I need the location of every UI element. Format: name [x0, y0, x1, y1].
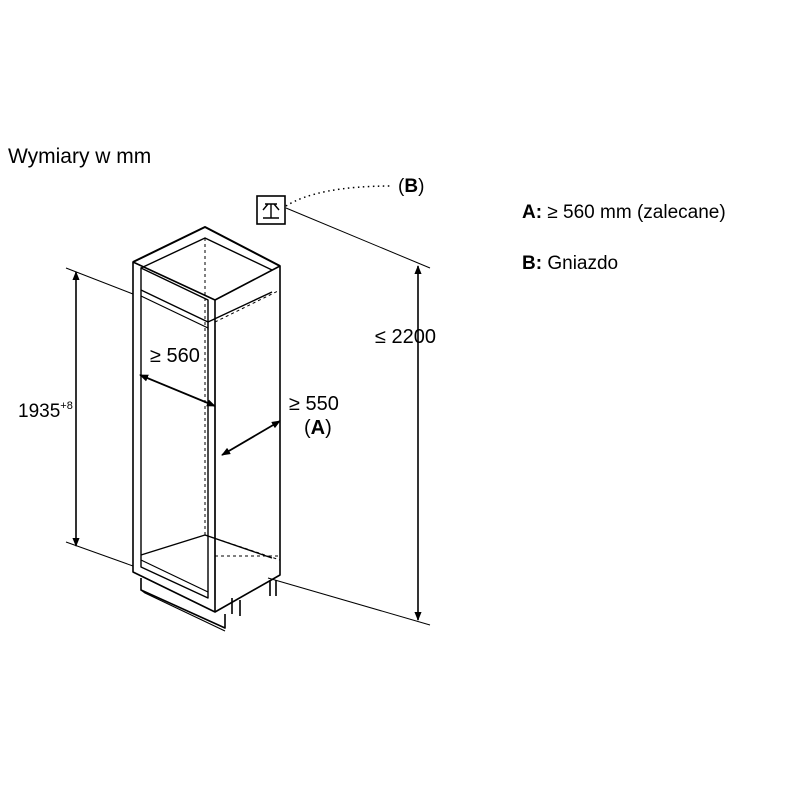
niche-width-label: ≥ 560 — [150, 345, 200, 367]
socket-label-close: ) — [418, 176, 425, 197]
legend-key-b: B: — [522, 253, 543, 274]
depth-note-letter: A — [310, 417, 326, 439]
cabinet-outline — [132, 226, 281, 632]
legend-item-a: A: ≥ 560 mm (zalecane) — [522, 203, 726, 222]
niche-depth-arrow — [221, 420, 281, 456]
niche-depth-note: (A) — [304, 418, 332, 438]
niche-depth-label: ≥ 550 — [289, 393, 339, 415]
page-title: Wymiary w mm — [8, 145, 152, 168]
legend-text-a: ≥ 560 mm (zalecane) — [547, 202, 726, 223]
depth-note-close: ) — [325, 417, 332, 439]
socket-label-open: ( — [398, 176, 405, 197]
niche-height-label: 1935+8 — [18, 400, 73, 422]
total-height-dimension — [267, 207, 431, 626]
hidden-edges — [204, 238, 281, 561]
socket-leader-line — [285, 185, 393, 207]
power-socket-icon — [256, 195, 286, 225]
niche-height-dimension — [65, 267, 134, 567]
niche-height-tolerance: +8 — [60, 400, 73, 412]
socket-label-letter: B — [404, 176, 419, 197]
niche-height-value: 1935 — [18, 401, 61, 422]
legend-key-a: A: — [522, 202, 543, 223]
legend-text-b: Gniazdo — [547, 253, 619, 274]
depth-note-open: ( — [304, 417, 311, 439]
legend-item-b: B: Gniazdo — [522, 254, 618, 273]
socket-label: (B) — [398, 177, 424, 196]
niche-width-arrow — [139, 374, 216, 407]
total-height-label: ≤ 2200 — [375, 326, 437, 348]
